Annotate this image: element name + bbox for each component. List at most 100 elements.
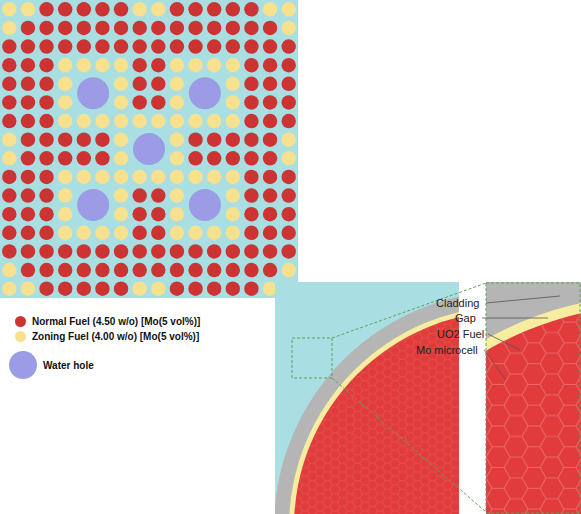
fuel-pin — [188, 132, 202, 146]
fuel-pin — [2, 244, 16, 258]
fuel-pin — [2, 39, 16, 53]
fuel-pin — [263, 114, 277, 128]
fuel-pin — [95, 58, 109, 72]
fuel-pin — [21, 2, 35, 16]
fuel-pin — [151, 263, 165, 277]
fuel-pin — [132, 170, 146, 184]
fuel-pin — [207, 151, 221, 165]
fuel-pin — [39, 207, 53, 221]
fuel-pin — [58, 21, 72, 35]
legend-text: Normal Fuel (4.50 w/o) [Mo(5 vol%)] — [32, 316, 200, 327]
fuel-pin — [39, 226, 53, 240]
fuel-pin — [281, 95, 295, 109]
fuel-pin — [95, 170, 109, 184]
fuel-pin — [2, 151, 16, 165]
fuel-pin — [281, 188, 295, 202]
fuel-pin — [226, 263, 240, 277]
fuel-pin — [170, 114, 184, 128]
fuel-pin — [132, 263, 146, 277]
fuel-pin — [114, 226, 128, 240]
fuel-pin — [207, 226, 221, 240]
fuel-pin — [170, 207, 184, 221]
fuel-pin — [188, 226, 202, 240]
fuel-pin — [58, 281, 72, 295]
fuel-pin — [132, 244, 146, 258]
fuel-pin — [263, 132, 277, 146]
fuel-pin — [281, 58, 295, 72]
fuel-pin — [281, 207, 295, 221]
fuel-pin — [21, 226, 35, 240]
fuel-pin — [2, 188, 16, 202]
fuel-pin — [188, 2, 202, 16]
fuel-pin — [207, 39, 221, 53]
fuel-pin — [226, 2, 240, 16]
fuel-pin — [2, 207, 16, 221]
fuel-pin — [39, 39, 53, 53]
fuel-pin — [58, 2, 72, 16]
fuel-pin — [39, 21, 53, 35]
fuel-pin — [114, 77, 128, 91]
fuel-pin — [21, 263, 35, 277]
fuel-pin — [263, 95, 277, 109]
fuel-pin — [95, 39, 109, 53]
fuel-pin — [244, 281, 258, 295]
fuel-pin — [77, 281, 91, 295]
fuel-pin — [58, 170, 72, 184]
fuel-pin — [170, 226, 184, 240]
fuel-pin — [263, 188, 277, 202]
fuel-pin — [226, 21, 240, 35]
fuel-pin — [188, 281, 202, 295]
fuel-pin — [226, 132, 240, 146]
fuel-pin — [151, 58, 165, 72]
fuel-pin — [226, 244, 240, 258]
fuel-pin — [226, 281, 240, 295]
fuel-pin — [39, 58, 53, 72]
fuel-pin — [263, 244, 277, 258]
fuel-pin — [95, 151, 109, 165]
fuel-pin — [2, 132, 16, 146]
fuel-pin — [2, 226, 16, 240]
fuel-pin — [207, 244, 221, 258]
fuel-pin — [58, 132, 72, 146]
fuel-pin — [2, 281, 16, 295]
water-hole — [133, 133, 165, 165]
legend-entry: Normal Fuel (4.50 w/o) [Mo(5 vol%)] — [15, 316, 200, 327]
part-label: UO2 Fuel — [437, 328, 484, 340]
fuel-pin — [77, 132, 91, 146]
fuel-pin — [151, 21, 165, 35]
fuel-pin — [77, 244, 91, 258]
fuel-pin — [244, 207, 258, 221]
water-hole — [189, 189, 221, 221]
pin-zoom-panel — [275, 282, 459, 514]
fuel-pin — [58, 114, 72, 128]
fuel-pin — [263, 207, 277, 221]
assembly-ground — [0, 0, 298, 298]
fuel-pin — [226, 188, 240, 202]
fuel-pin — [39, 95, 53, 109]
fuel-pin — [226, 207, 240, 221]
fuel-pin — [21, 281, 35, 295]
fuel-pin — [263, 151, 277, 165]
fuel-pin — [170, 77, 184, 91]
fuel-pin — [2, 58, 16, 72]
fuel-pin — [151, 244, 165, 258]
fuel-pin — [281, 77, 295, 91]
fuel-pin — [132, 114, 146, 128]
fuel-pin — [132, 77, 146, 91]
fuel-pin — [114, 263, 128, 277]
legend-text: Water hole — [43, 360, 94, 371]
fuel-pin — [188, 170, 202, 184]
fuel-pin — [77, 2, 91, 16]
fuel-pin — [77, 263, 91, 277]
fuel-pin — [2, 170, 16, 184]
fuel-pin — [281, 39, 295, 53]
part-label: Mo microcell — [416, 344, 478, 356]
fuel-pin — [170, 244, 184, 258]
fuel-pin — [281, 132, 295, 146]
fuel-pin — [226, 226, 240, 240]
fuel-pin — [244, 2, 258, 16]
fuel-pin — [21, 188, 35, 202]
fuel-pin — [151, 207, 165, 221]
fuel-pin — [281, 21, 295, 35]
